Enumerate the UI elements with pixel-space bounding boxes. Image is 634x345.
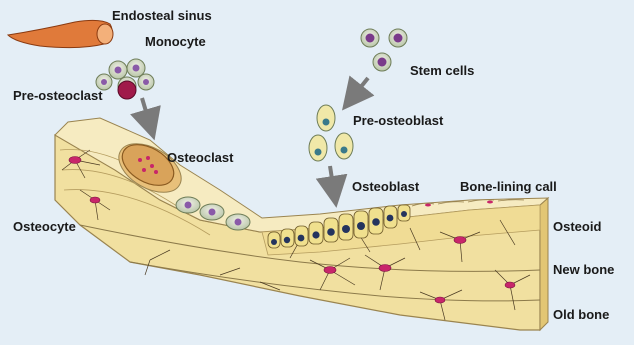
label-osteoid: Osteoid [553, 219, 601, 234]
bone-side-face [540, 198, 548, 330]
label-osteocyte: Osteocyte [13, 219, 76, 234]
label-new-bone: New bone [553, 262, 614, 277]
label-osteoblast: Osteoblast [352, 179, 419, 194]
label-pre-osteoclast: Pre-osteoclast [13, 88, 103, 103]
label-stem-cells: Stem cells [410, 63, 474, 78]
endosteal-sinus [8, 20, 112, 47]
pre-osteoclast-cell [118, 81, 136, 99]
label-endosteal-sinus: Endosteal sinus [112, 8, 212, 23]
label-bone-lining-call: Bone-lining call [460, 179, 557, 194]
label-old-bone: Old bone [553, 307, 609, 322]
label-pre-osteoblast: Pre-osteoblast [353, 113, 443, 128]
label-osteoclast: Osteoclast [167, 150, 233, 165]
label-monocyte: Monocyte [145, 34, 206, 49]
